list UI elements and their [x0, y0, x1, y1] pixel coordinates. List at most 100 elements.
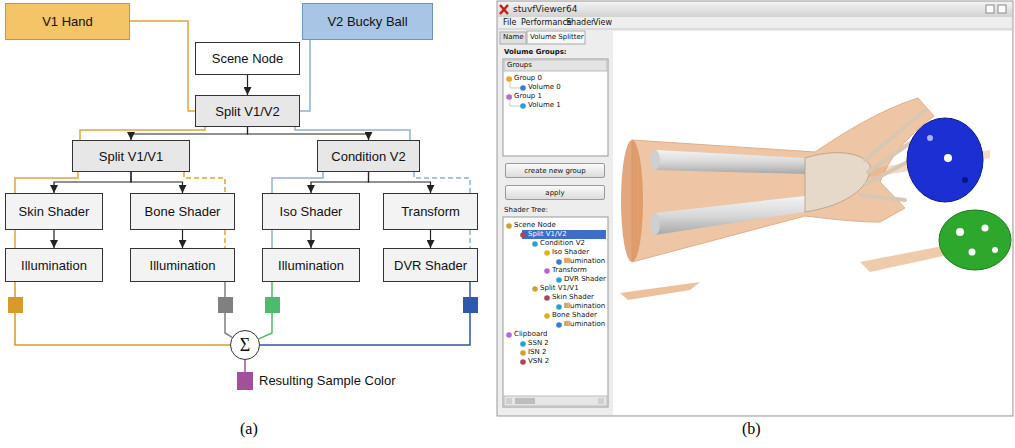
tree-icon	[520, 350, 526, 356]
tree-icon	[520, 103, 526, 109]
tree-arrow	[430, 230, 431, 248]
node-text: Transform	[401, 204, 460, 219]
node-text: Iso Shader	[280, 204, 343, 219]
tree-icon	[520, 85, 526, 91]
shader-box: Bone Shader	[130, 193, 235, 230]
tree-arrow	[131, 127, 248, 140]
tree-item: Group 1	[514, 93, 542, 100]
color-sample	[8, 297, 23, 313]
tree-icon	[556, 277, 562, 283]
tree-arrow	[53, 230, 54, 248]
list-header: Groups	[507, 62, 532, 69]
tree-item: Volume 0	[528, 84, 561, 91]
tree-item: Illumination	[564, 303, 605, 310]
node-text: Resulting Sample Color	[259, 372, 396, 390]
tree-item: Scene Node	[514, 222, 556, 229]
tree-arrow	[248, 127, 369, 140]
tree-item: SSN 2	[528, 340, 549, 347]
illumination-box: Illumination	[130, 248, 235, 282]
node-text: DVR Shader	[394, 258, 467, 273]
flow-line	[15, 282, 230, 345]
tree-item: Condition V2	[540, 240, 585, 247]
tree-item: VSN 2	[528, 358, 549, 365]
scene-node-box: Scene Node	[195, 42, 300, 75]
tree-item: Group 0	[514, 75, 542, 82]
tree-arrow	[310, 230, 311, 248]
tree-icon	[544, 313, 550, 319]
tree-icon	[556, 322, 562, 328]
tree-item: Illumination	[564, 258, 605, 265]
node-text: Condition V2	[331, 149, 405, 164]
color-sample	[463, 297, 478, 313]
tree-arrow	[311, 172, 369, 193]
tree-arrow	[247, 75, 248, 95]
node-text: apply	[545, 189, 564, 197]
tree-item: Clipboard	[514, 331, 547, 338]
color-sample	[265, 297, 280, 313]
node-text: Split V1/V1	[99, 149, 163, 164]
menu-item: Shader	[566, 19, 594, 27]
tree-arrow	[182, 230, 183, 248]
node-text: create new group	[524, 167, 585, 175]
menu-item: Performance	[521, 19, 572, 27]
tree-item: Volume 1	[528, 102, 561, 109]
tree-icon	[532, 286, 538, 292]
tree-arrow	[54, 172, 131, 193]
tree-item: Illumination	[564, 321, 605, 328]
node-text: Illumination	[278, 258, 344, 273]
condition-box: Condition V2	[317, 140, 420, 172]
panel-letter: (b)	[742, 421, 761, 437]
split-box: Split V1/V1	[72, 140, 190, 172]
node-text: Illumination	[150, 258, 216, 273]
panel-heading: Volume Groups:	[504, 49, 567, 56]
menu-item: File	[503, 19, 516, 27]
menu-item: View	[593, 19, 612, 27]
node-text: Illumination	[21, 258, 87, 273]
node-text: Skin Shader	[19, 204, 90, 219]
shader-box: Skin Shader	[5, 193, 103, 230]
tree-icon	[506, 76, 512, 82]
tree-item: ISN 2	[528, 349, 546, 356]
sum-circle: Σ	[230, 330, 260, 360]
flow-line	[244, 360, 246, 372]
window-title: stuvfViewer64	[513, 5, 577, 14]
split-box: Split V1/V2	[195, 95, 300, 127]
node-text: Σ	[240, 335, 250, 356]
color-sample	[218, 297, 233, 313]
tab-label: Volume Splitter	[530, 34, 584, 41]
illumination-box: Illumination	[5, 248, 103, 282]
panel-heading: Shader Tree:	[504, 207, 548, 214]
volume-box: V2 Bucky Ball	[302, 3, 433, 40]
tree-icon	[556, 304, 562, 310]
tree-icon	[520, 359, 526, 365]
node-text: V1 Hand	[42, 14, 93, 29]
flow-line	[260, 282, 470, 345]
shader-box: DVR Shader	[383, 248, 478, 282]
tree-item: Split V1/V1	[540, 285, 579, 292]
tree-item: Iso Shader	[552, 249, 589, 256]
volume-box: V1 Hand	[5, 3, 130, 40]
tree-icon	[520, 341, 526, 347]
button: apply	[505, 185, 605, 200]
shader-box: Iso Shader	[262, 193, 360, 230]
button: create new group	[505, 163, 605, 178]
tree-item: Transform	[552, 267, 587, 274]
tab-label: Name	[503, 34, 524, 41]
tree-icon	[544, 250, 550, 256]
tree-item: DVR Shader	[564, 276, 606, 283]
tree-icon	[506, 332, 512, 338]
flow-line	[130, 21, 195, 111]
tree-icon	[544, 268, 550, 274]
flow-line	[300, 40, 310, 111]
tree-arrow	[369, 172, 431, 193]
tree-icon	[506, 223, 512, 229]
tree-icon	[520, 232, 526, 238]
tree-icon	[556, 259, 562, 265]
tree-item: Split V1/V2	[528, 231, 567, 238]
tree-icon	[544, 295, 550, 301]
transform-box: Transform	[383, 193, 478, 230]
tree-icon	[506, 94, 512, 100]
tree-item: Bone Shader	[552, 312, 597, 319]
node-text: Split V1/V2	[215, 104, 279, 119]
node-text: V2 Bucky Ball	[327, 14, 407, 29]
